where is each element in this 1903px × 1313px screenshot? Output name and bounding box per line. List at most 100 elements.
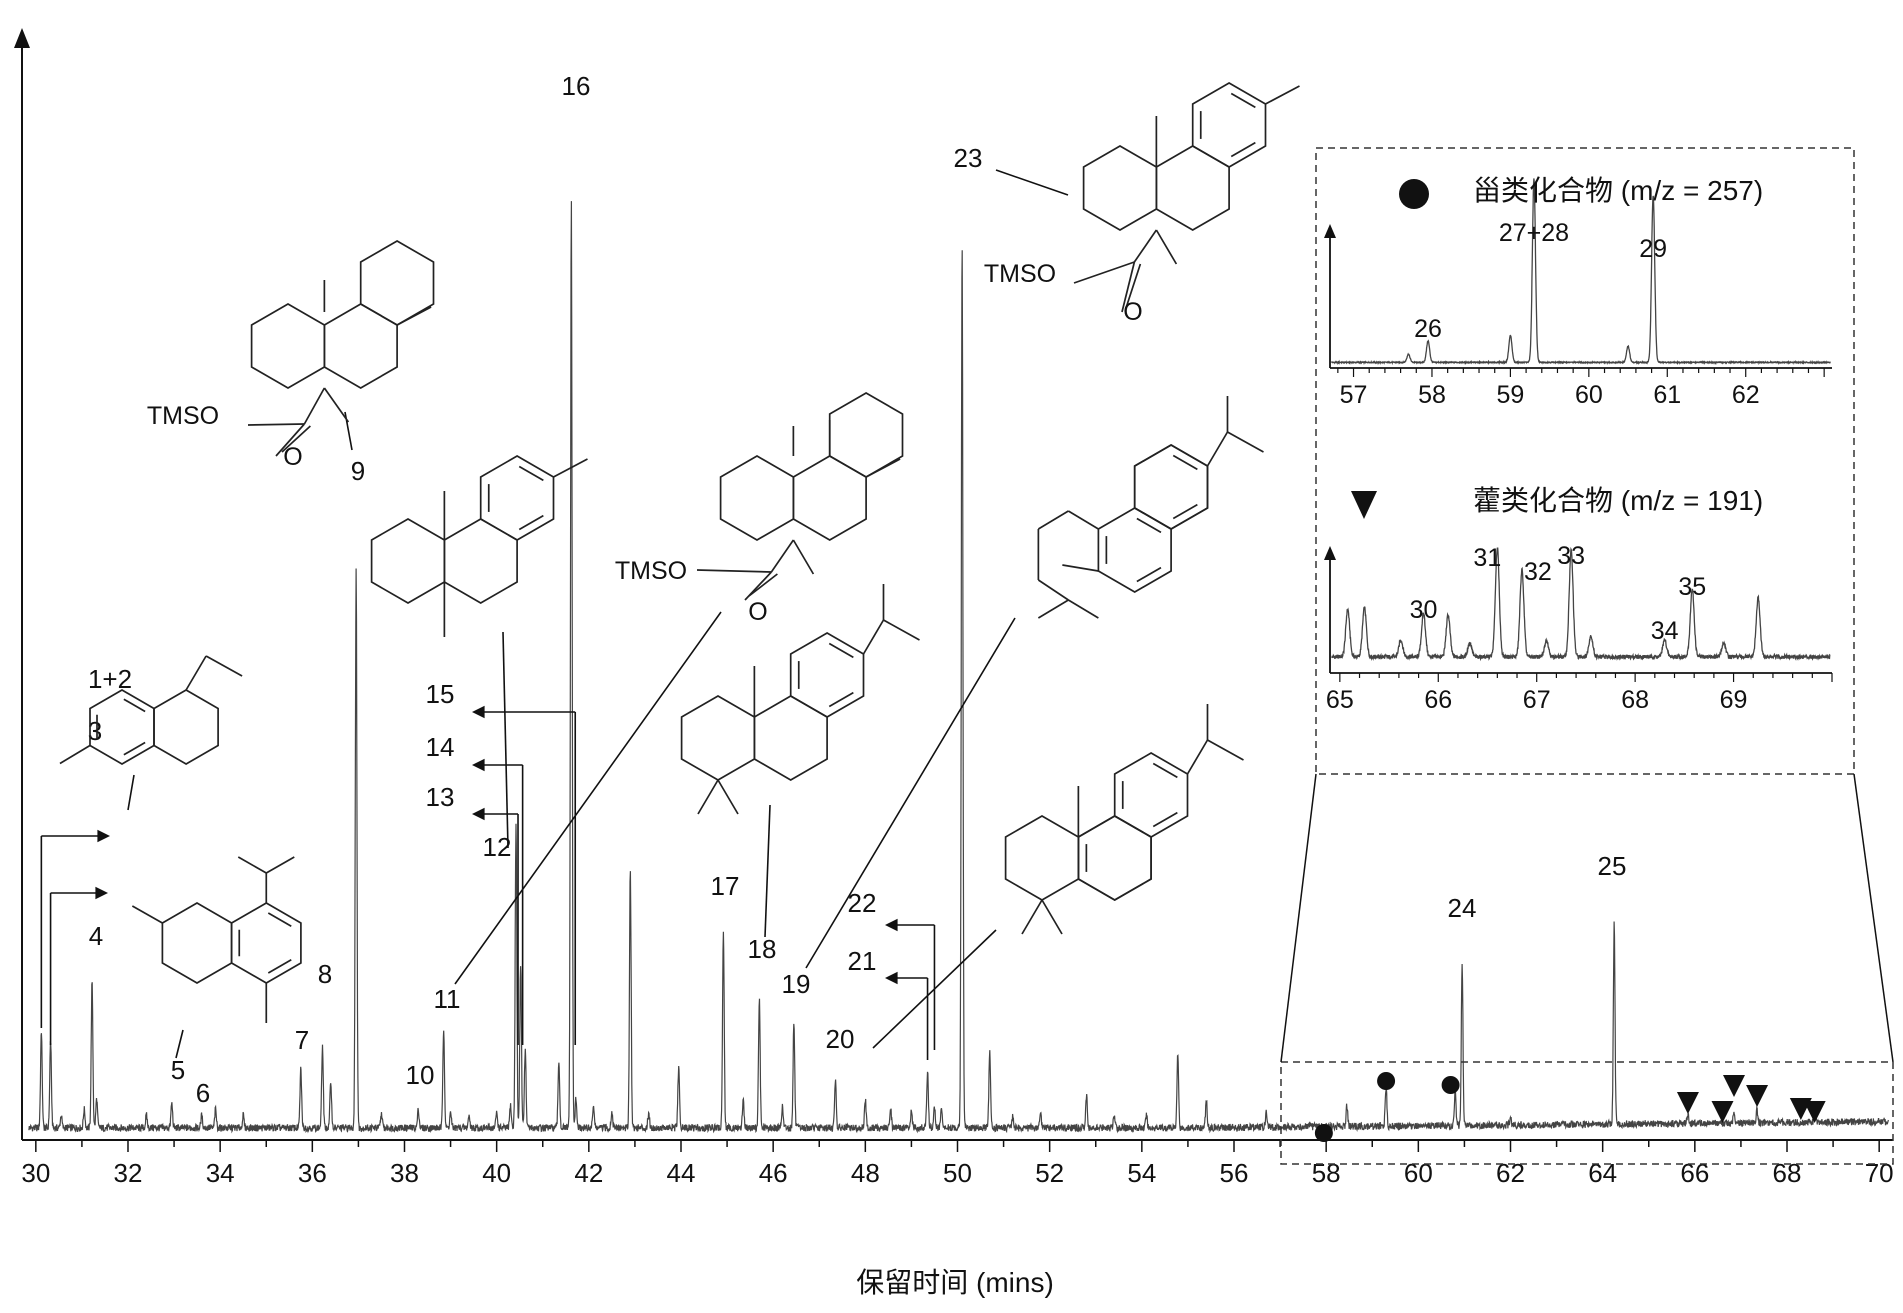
struct-9-ring-b: [323, 303, 398, 389]
struct-23-ring-c: [1191, 82, 1267, 168]
inset-tick-label: 68: [1621, 686, 1649, 714]
steroid-legend-circle: [1399, 179, 1429, 209]
bond-line: [1125, 263, 1142, 309]
bond-line: [1067, 599, 1099, 619]
x-tick-label: 44: [667, 1158, 696, 1188]
inset-peak-label: 35: [1678, 573, 1706, 601]
oxygen-label: O: [1123, 298, 1142, 326]
bond-line: [275, 423, 306, 457]
leader-arrowhead: [97, 829, 110, 843]
inset-peak-label: 32: [1524, 558, 1552, 586]
peak-label-8: 8: [318, 959, 332, 989]
compound-markers: [1314, 1072, 1826, 1142]
bond-line: [1136, 566, 1162, 583]
x-tick-label: 32: [114, 1158, 143, 1188]
bond-line: [123, 698, 146, 713]
y-axis-arrowhead: [14, 28, 30, 48]
bond-line: [267, 912, 292, 927]
x-tick-label: 62: [1496, 1158, 1525, 1188]
struct-18-ring-c: [789, 632, 865, 718]
x-tick-label: 58: [1312, 1158, 1341, 1188]
inset-frame: [1315, 147, 1855, 775]
peak-label-17: 17: [711, 871, 740, 901]
bond-line: [1037, 510, 1069, 530]
bond-line: [792, 539, 815, 575]
bond-line: [1207, 739, 1244, 761]
bond-line: [123, 741, 146, 756]
x-tick-label: 70: [1865, 1158, 1894, 1188]
bond-line: [237, 856, 267, 874]
bond-line: [1136, 517, 1162, 534]
inset-trace: [1331, 546, 1831, 662]
bond-line: [1021, 899, 1043, 935]
bond-line: [1206, 431, 1229, 467]
bond-line: [1230, 141, 1256, 158]
leader-arrowhead: [885, 918, 898, 932]
zoom-connector-right: [1853, 773, 1894, 1063]
leader-arrowhead: [885, 971, 898, 985]
struct-23-ring-b: [1155, 145, 1230, 231]
struct-18-ring-a: [680, 695, 756, 781]
bond-line: [131, 905, 163, 924]
inset-peak-label: 29: [1639, 235, 1667, 263]
inset-tick-label: 66: [1424, 686, 1452, 714]
bond-line: [1152, 811, 1178, 828]
zoom-connector-left: [1280, 773, 1317, 1063]
peak-label-6: 6: [196, 1078, 210, 1108]
bond-line: [1037, 579, 1069, 601]
bond-line: [1152, 762, 1178, 779]
tmso-label: TMSO: [984, 260, 1056, 288]
leader-line: [502, 631, 509, 849]
leader-line: [454, 611, 722, 985]
inset-peak-label: 31: [1473, 544, 1501, 572]
inset-y-arrowhead: [1324, 546, 1336, 560]
bond-line: [770, 539, 795, 573]
x-tick-label: 40: [482, 1158, 511, 1188]
inset-tick-label: 60: [1575, 381, 1603, 409]
inset-tick-label: 59: [1497, 381, 1525, 409]
struct-12-ring-c: [479, 455, 555, 541]
bond-line: [1155, 229, 1178, 265]
peak-label-3: 3: [88, 716, 102, 746]
tmso-label: TMSO: [147, 402, 219, 430]
x-tick-label: 46: [759, 1158, 788, 1188]
bond-line: [1067, 510, 1099, 530]
struct-11-ring-b: [792, 455, 867, 541]
peak-label-25: 25: [1598, 851, 1627, 881]
inset-peak-label: 27+28: [1499, 219, 1569, 247]
inset-tick-label: 61: [1653, 381, 1681, 409]
x-tick-label: 34: [206, 1158, 235, 1188]
bond-line: [185, 655, 207, 691]
x-tick-label: 54: [1127, 1158, 1156, 1188]
bond-line: [1230, 92, 1256, 109]
bond-line: [717, 779, 739, 815]
peak-label-13: 13: [426, 782, 455, 812]
bond-line: [696, 569, 772, 573]
hopane-marker-triangle: [1803, 1101, 1826, 1123]
struct-12-ring-b: [443, 518, 518, 604]
hopane-legend-triangle: [1351, 491, 1377, 519]
inset-tick-label: 69: [1720, 686, 1748, 714]
peak-label-5: 5: [171, 1055, 185, 1085]
bond-line: [553, 458, 588, 478]
bond-line: [1265, 85, 1300, 105]
inset-peak-label: 30: [1410, 596, 1438, 624]
leader-line: [995, 169, 1069, 196]
struct-12-ring-a: [370, 518, 446, 604]
x-tick-label: 36: [298, 1158, 327, 1188]
bond-line: [1037, 599, 1069, 619]
peak-label-9: 9: [351, 456, 365, 486]
struct-9-ring-a: [250, 303, 326, 389]
inset-title: 甾类化合物 (m/z = 257): [1473, 175, 1763, 206]
struct-19-ring-c-inner: [1133, 444, 1209, 530]
leader-arrowhead: [472, 807, 485, 821]
cadalene-aliphatic-ring: [161, 902, 233, 984]
bond-line: [59, 744, 91, 765]
x-tick-label: 50: [943, 1158, 972, 1188]
bond-line: [267, 959, 292, 974]
peak-label-22: 22: [848, 888, 877, 918]
leader-arrowhead: [472, 758, 485, 772]
peak-label-7: 7: [295, 1025, 309, 1055]
peak-label-19: 19: [782, 969, 811, 999]
